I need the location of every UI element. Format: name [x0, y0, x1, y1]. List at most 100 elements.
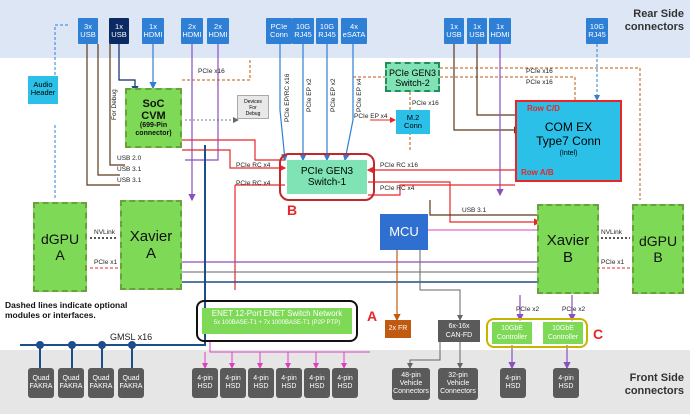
- sw2-title: PCIe GEN3: [388, 68, 437, 78]
- label-pcie-x1-a: PCIe x1: [94, 259, 118, 266]
- hsd-l1: 4-pin: [225, 375, 241, 382]
- sw1-title: PCIe GEN3: [300, 166, 354, 177]
- rear-title-line2: connectors: [624, 21, 684, 33]
- vehicle48-l1: 48-pin: [401, 372, 421, 379]
- canfd-block: 6x-16x CAN-FD: [438, 320, 480, 342]
- label-nvlink-a: NVLink: [94, 229, 115, 236]
- label-usb-3-1-right: USB 3.1: [462, 207, 487, 214]
- fakra-l2: FAKRA: [119, 383, 143, 390]
- label-letter-b: B: [287, 202, 298, 218]
- label-pcie-rc-x4-b: PCIe RC x4: [236, 180, 271, 187]
- debug-l3: Debug: [245, 111, 261, 117]
- xavier-a-title: Xavier: [129, 228, 173, 245]
- fakra-l2: FAKRA: [59, 383, 83, 390]
- label-pcie-rc-x4-a: PCIe RC x4: [236, 162, 271, 169]
- controllers-frame: [486, 318, 588, 348]
- hsd-l2: HSD: [197, 383, 213, 390]
- port-count: 10G: [295, 22, 311, 31]
- label-gmsl-x16: GMSL x16: [110, 332, 153, 342]
- ctrl2-l1: 10GbE: [552, 325, 574, 332]
- label-usb-3-1-b: USB 3.1: [117, 177, 142, 184]
- vehicle48-l2: Vehicle: [399, 380, 423, 387]
- fakra-l1: Quad: [122, 375, 140, 382]
- vehicle32-l1: 32-pin: [448, 372, 468, 379]
- dgpu-a-block: dGPU A: [33, 202, 87, 292]
- fakra-l2: FAKRA: [89, 383, 113, 390]
- port-count: 1x: [496, 22, 504, 31]
- soc-title: SoC: [142, 98, 165, 110]
- fr-label: 2x FR: [388, 325, 408, 332]
- vehicle32-l3: Connectors: [440, 388, 476, 395]
- note-line1: Dashed lines indicate optional: [5, 300, 128, 310]
- label-pcie-x2-a: PCIe x2: [516, 306, 540, 313]
- sw1-subtitle: Switch-1: [307, 177, 347, 188]
- vehicle32-l2: Vehicle: [446, 380, 470, 387]
- label-pcie-ep-x2-b: PCIe EP x2: [330, 78, 337, 112]
- label-pcie-rc-x4-c: PCIe RC x4: [380, 185, 415, 192]
- hsd-l1: 4-pin: [253, 375, 269, 382]
- port-count: 1x: [149, 22, 157, 31]
- port-count: 10G: [589, 22, 605, 31]
- comex-intel: (Intel): [559, 150, 578, 157]
- soc-connector: connector): [135, 130, 172, 137]
- label-nvlink-b: NVLink: [601, 229, 622, 236]
- label-pcie-ep-x4: PCIe EP x4: [356, 78, 363, 112]
- front-title-line1: Front Side: [629, 372, 684, 384]
- debug-l1: Devices: [244, 99, 262, 105]
- xavier-a-letter: A: [145, 245, 156, 262]
- xavier-b-block: Xavier B: [537, 204, 599, 294]
- xavier-a-block: Xavier A: [120, 200, 182, 290]
- hsd-l2: HSD: [225, 383, 241, 390]
- pcie-switch-2: PCIe GEN3 Switch-2: [385, 62, 440, 92]
- m2-l2: Conn: [404, 121, 422, 130]
- fakra-l1: Quad: [32, 375, 50, 382]
- rear-side-title: Rear Side connectors: [596, 8, 684, 34]
- hsd-l2: HSD: [558, 383, 574, 390]
- label-usb-2-0: USB 2.0: [117, 155, 142, 162]
- controller-10gbe-2: 10GbE Controller: [543, 322, 583, 344]
- comex-type: Type7 Conn: [536, 134, 601, 148]
- port-count: 2x: [188, 22, 196, 31]
- vehicle48-l3: Connectors: [393, 388, 429, 395]
- port-type: HDMI: [182, 30, 202, 39]
- hsd-l1: 4-pin: [309, 375, 325, 382]
- hsd-l2: HSD: [253, 383, 269, 390]
- sw2-subtitle: Switch-2: [395, 78, 430, 88]
- debug-l2: For: [249, 105, 257, 111]
- label-pcie-x16-right: PCIe x16: [526, 68, 553, 75]
- hsd-l1: 4-pin: [558, 375, 574, 382]
- ctrl2-l2: Controller: [547, 334, 579, 341]
- m2-connector: M.2 Conn: [396, 110, 430, 134]
- hsd-l2: HSD: [309, 383, 325, 390]
- port-count: 4x: [350, 22, 358, 31]
- debug-devices-block: Devices For Debug: [237, 95, 269, 119]
- hsd-l1: 4-pin: [505, 375, 521, 382]
- port-type: RJ45: [588, 30, 606, 39]
- ctrl1-l2: Controller: [496, 334, 528, 341]
- rear-title-line1: Rear Side: [633, 8, 684, 20]
- port-type: Conn: [270, 30, 288, 39]
- comex-block: Row C/D COM EX Type7 Conn (Intel) Row A/…: [515, 100, 622, 182]
- front-side-title: Front Side connectors: [596, 372, 684, 398]
- xavier-b-title: Xavier: [546, 232, 590, 249]
- dashed-lines-note: Dashed lines indicate optional modules o…: [5, 300, 185, 320]
- port-count: 10G: [319, 22, 335, 31]
- enet-switch-block: ENET 12-Port ENET Switch Network 5x 100B…: [202, 308, 352, 334]
- enet-title: ENET 12-Port ENET Switch Network: [211, 309, 343, 318]
- label-pcie-x16-soc: PCIe x16: [198, 68, 225, 75]
